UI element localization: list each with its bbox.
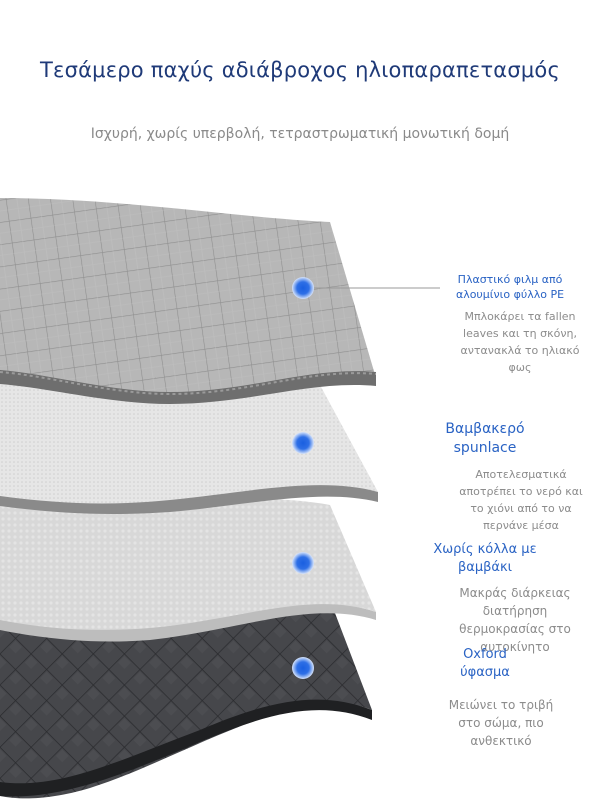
aluminium-layer	[0, 198, 377, 404]
layer-4-description: Μειώνει το τριβή στο σώμα, πιο ανθεκτικό	[448, 698, 554, 748]
layer-1-name: Πλαστικό φιλμ από αλουμίνιο φύλλο PE	[455, 273, 565, 301]
layer-4-name: Oxford ύφασμα	[460, 647, 510, 680]
spunlace-layer	[0, 365, 378, 514]
layer-3-description: Μακράς διάρκειας διατήρηση θερμοκρασίας …	[459, 586, 571, 654]
page-subtitle: Ισχυρή, χωρίς υπερβολή, τετραστρωματική …	[90, 126, 510, 142]
layer-1-marker-icon	[292, 277, 314, 299]
layer-2-marker-icon	[292, 432, 314, 454]
layer-2-name: Βαμβακερό spunlace	[445, 421, 525, 456]
layer-2-description: Αποτελεσματικά αποτρέπει το νερό και το …	[459, 468, 583, 532]
layer-3-marker-icon	[292, 552, 314, 574]
cotton-layer	[0, 498, 376, 642]
page-title: Τεσάμερο παχύς αδιάβροχος ηλιοπαραπετασμ…	[40, 58, 560, 82]
layer-3-name: Χωρίς κόλλα με βαμβάκι	[433, 542, 537, 575]
layer-1-description: Μπλοκάρει τα fallen leaves και τη σκόνη,…	[460, 310, 580, 374]
layer-4-marker-icon	[292, 657, 314, 679]
